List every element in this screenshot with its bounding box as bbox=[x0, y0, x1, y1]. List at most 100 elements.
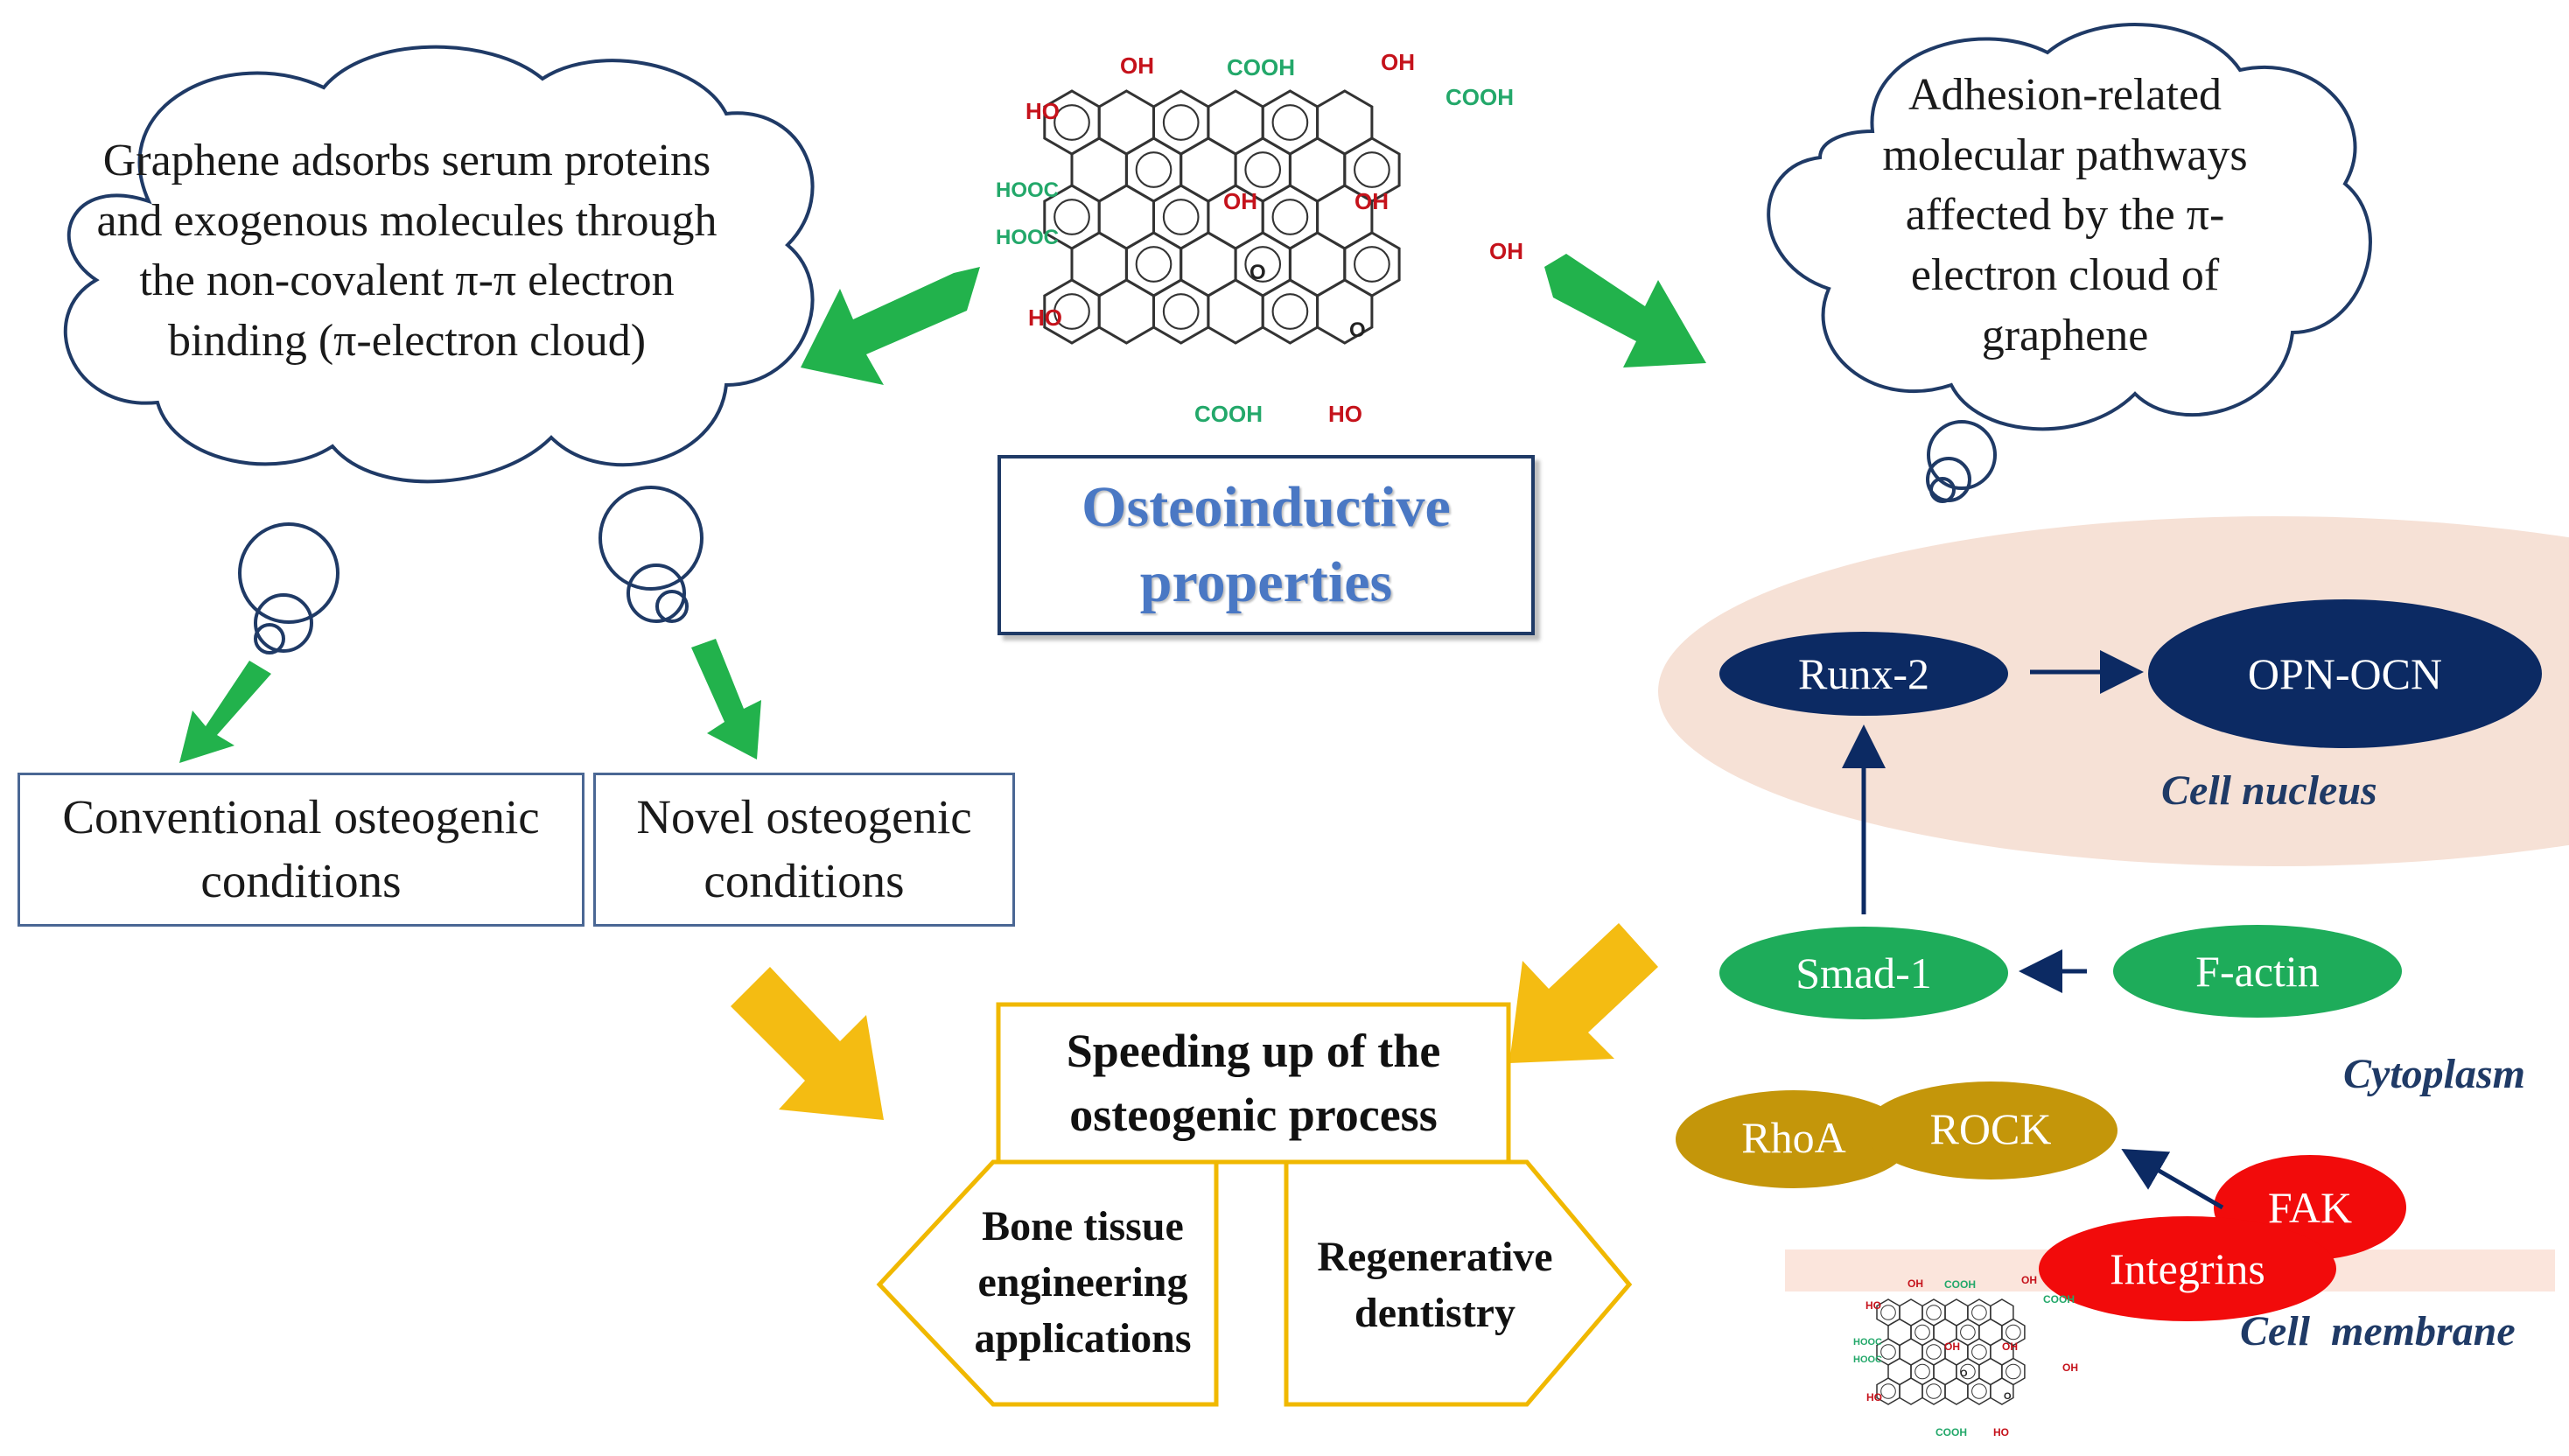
graphene-aromatic-ring bbox=[1926, 1344, 1942, 1360]
graphene-aromatic-ring bbox=[1971, 1305, 1987, 1320]
factin-node bbox=[2113, 925, 2402, 1018]
graphene-aromatic-ring bbox=[1971, 1344, 1987, 1360]
graphene-small-label-hooc-1: HOOC bbox=[1853, 1337, 1882, 1348]
graphene-ring bbox=[1261, 89, 1320, 156]
graphene-ring bbox=[1922, 1377, 1946, 1405]
speeding-text: Speeding up of the osteogenic process bbox=[1066, 1025, 1441, 1141]
graphene-label-cooh-top: COOH bbox=[1227, 54, 1295, 80]
graphene-aromatic-ring bbox=[1880, 1344, 1896, 1360]
graphene-ring bbox=[1899, 1377, 1923, 1405]
graphene-aromatic-ring bbox=[1926, 1383, 1942, 1399]
graphene-aromatic-ring bbox=[2006, 1363, 2021, 1380]
graphene-ring bbox=[1967, 1377, 1992, 1405]
graphene-small-label-ho-left2: HO bbox=[1866, 1391, 1882, 1404]
graphene-label-ho-bottom: HO bbox=[1328, 401, 1362, 427]
graphene-small-label-o2: O bbox=[2004, 1391, 2012, 1402]
factin-label: F-actin bbox=[2195, 947, 2320, 996]
graphene-aromatic-ring bbox=[1914, 1324, 1930, 1340]
integrins-node bbox=[2039, 1216, 2336, 1321]
graphene-ring bbox=[1180, 231, 1237, 298]
novel-conditions-text: Novel osteogenic conditions bbox=[636, 790, 972, 907]
graphene-small-label-ho-left: HO bbox=[1866, 1299, 1881, 1312]
runx2-label: Runx-2 bbox=[1798, 649, 1929, 698]
green-arrow-down-left bbox=[179, 661, 271, 763]
yellow-arrow-left bbox=[731, 967, 884, 1120]
graphene-ring bbox=[1124, 136, 1183, 203]
graphene-label-oh-top2: OH bbox=[1381, 49, 1415, 75]
fak-label: FAK bbox=[2267, 1183, 2353, 1232]
conventional-conditions-text: Conventional osteogenic conditions bbox=[62, 790, 540, 907]
graphene-ring bbox=[1070, 136, 1128, 203]
graphene-label-oh-top1: OH bbox=[1120, 52, 1154, 79]
graphene-aromatic-ring bbox=[1354, 246, 1390, 283]
graphene-ring bbox=[1097, 278, 1155, 345]
graphene-small-label-hooc-2: HOOC bbox=[1853, 1354, 1882, 1365]
graphene-small-label-oh-in2: OH bbox=[2002, 1340, 2018, 1353]
graphene-ring bbox=[1207, 89, 1264, 156]
graphene-ring bbox=[1124, 231, 1183, 298]
rhoa-label: RhoA bbox=[1741, 1113, 1846, 1162]
graphene-aromatic-ring bbox=[1880, 1305, 1896, 1320]
graphene-aromatic-ring bbox=[1054, 199, 1090, 235]
left-cloud-text: Graphene adsorbs serum proteins and exog… bbox=[96, 136, 718, 366]
graphene-ring bbox=[1070, 231, 1128, 298]
graphene-ring bbox=[1288, 231, 1347, 298]
opn-ocn-node bbox=[2148, 599, 2542, 748]
conventional-conditions-box: Conventional osteogenic conditions bbox=[18, 773, 584, 927]
regenerative-dentistry-text: Regenerative dentistry bbox=[1317, 1234, 1553, 1336]
graphene-label-hooc-1: HOOC bbox=[996, 178, 1059, 202]
graphene-ring bbox=[1343, 231, 1401, 298]
opn-ocn-label: OPN-OCN bbox=[2247, 649, 2443, 698]
bone-tissue-text: Bone tissue engineering applications bbox=[974, 1203, 1192, 1362]
graphene-ring bbox=[1152, 278, 1210, 345]
graphene-small-label-ho-bottom: HO bbox=[1993, 1426, 2009, 1438]
yellow-arrow-right bbox=[1509, 923, 1658, 1063]
graphene-small-label-oh-right: OH bbox=[2062, 1362, 2078, 1374]
graphene-ring bbox=[1152, 89, 1210, 156]
osteoinductive-box: Osteoinductive properties bbox=[998, 455, 1535, 635]
graphene-small-label-oh-top2: OH bbox=[2021, 1274, 2037, 1286]
graphene-oxide-molecule bbox=[1043, 89, 1401, 345]
right-thought-cloud bbox=[1767, 23, 2372, 431]
graphene-ring bbox=[1288, 136, 1347, 203]
osteoinductive-title: Osteoinductive properties bbox=[1082, 475, 1451, 614]
graphene-small-label-cooh-tr: COOH bbox=[2043, 1293, 2075, 1306]
rock-label: ROCK bbox=[1929, 1104, 2052, 1153]
graphene-small-label-oh-top1: OH bbox=[1908, 1278, 1923, 1290]
graphene-label-cooh-bottom: COOH bbox=[1194, 401, 1263, 427]
graphene-label-o1: O bbox=[1250, 261, 1266, 284]
graphene-ring bbox=[1316, 89, 1374, 156]
cell-membrane-label: Cell membrane bbox=[2240, 1308, 2516, 1354]
graphene-aromatic-ring bbox=[1971, 1383, 1987, 1399]
graphene-ring bbox=[1097, 184, 1155, 250]
graphene-aromatic-ring bbox=[1960, 1363, 1976, 1380]
integrins-label: Integrins bbox=[2110, 1244, 2265, 1293]
cytoplasm-label: Cytoplasm bbox=[2343, 1051, 2526, 1097]
graphene-aromatic-ring bbox=[1914, 1363, 1930, 1380]
rhoa-node bbox=[1676, 1090, 1912, 1188]
graphene-aromatic-ring bbox=[1880, 1383, 1896, 1399]
left-thought-cloud bbox=[63, 45, 815, 484]
graphene-aromatic-ring bbox=[1926, 1305, 1942, 1320]
graphene-ring bbox=[1097, 89, 1155, 156]
graphene-label-o2: O bbox=[1349, 318, 1366, 342]
graphene-label-cooh-tr: COOH bbox=[1446, 84, 1514, 110]
arrow-integrins-to-rock bbox=[2121, 1148, 2224, 1210]
graphene-aromatic-ring bbox=[1162, 293, 1200, 330]
novel-conditions-box: Novel osteogenic conditions bbox=[593, 773, 1015, 927]
graphene-small-label-cooh-bottom: COOH bbox=[1936, 1426, 1967, 1438]
green-arrow-left bbox=[801, 267, 980, 385]
graphene-aromatic-ring bbox=[1354, 151, 1390, 188]
graphene-ring bbox=[1990, 1377, 2014, 1405]
graphene-label-hooc-2: HOOC bbox=[996, 226, 1059, 249]
smad1-label: Smad-1 bbox=[1796, 948, 1932, 998]
graphene-ring bbox=[1152, 184, 1210, 250]
graphene-aromatic-ring bbox=[1244, 151, 1282, 188]
graphene-ring bbox=[1261, 184, 1320, 250]
smad1-node bbox=[1719, 927, 2008, 1019]
graphene-aromatic-ring bbox=[1271, 104, 1309, 141]
graphene-aromatic-ring bbox=[1162, 199, 1200, 235]
graphene-small-label-oh-in1: OH bbox=[1944, 1340, 1960, 1353]
green-arrow-right bbox=[1544, 254, 1706, 368]
